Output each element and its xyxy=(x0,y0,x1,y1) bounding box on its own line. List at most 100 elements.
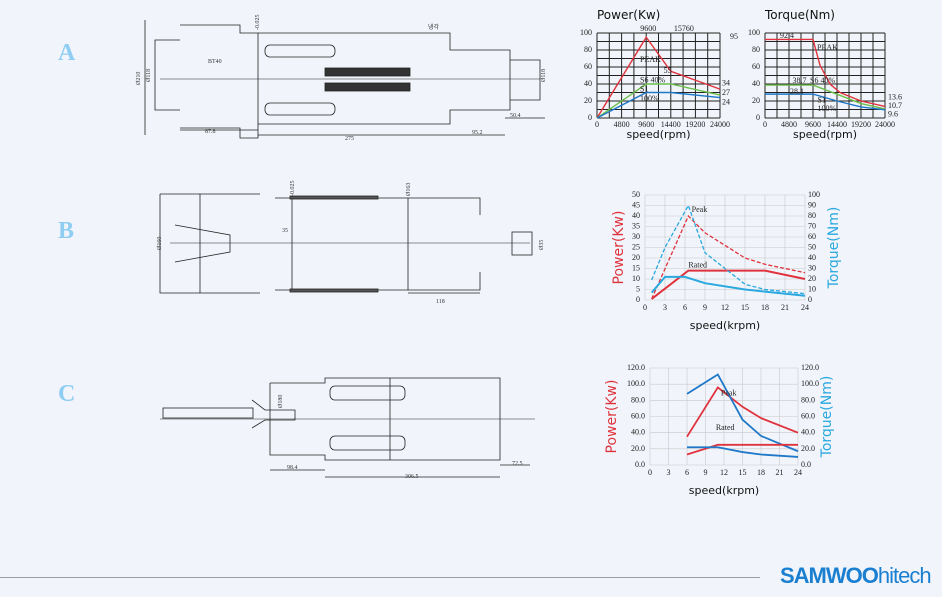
samwoo-logo: SAMWOOhitech xyxy=(780,563,932,589)
series-torque-peak xyxy=(686,373,799,453)
y-tick-label: 20 xyxy=(584,96,592,105)
series-s1-100- xyxy=(765,93,886,111)
y-tick-label: 0 xyxy=(588,113,592,122)
x-tick-label: 24 xyxy=(794,468,802,477)
annotation: Rated xyxy=(688,260,707,269)
y-tick-label: 30 xyxy=(632,232,640,241)
series-torque-rated xyxy=(687,446,799,458)
y-tick-label: 40 xyxy=(584,79,592,88)
series-torque-rated xyxy=(650,275,806,297)
y2-tick-label: 10 xyxy=(808,285,816,294)
series-power-peak xyxy=(686,386,799,438)
x-tick-label: 9 xyxy=(703,303,707,312)
dim-label: BT40 xyxy=(208,59,222,65)
y-tick-label: 10 xyxy=(632,274,640,283)
y-tick-label: 15 xyxy=(632,264,640,273)
y-axis-label: Power(Kw) xyxy=(611,211,627,285)
annotation: 15760 xyxy=(674,24,694,33)
annotation: 95 xyxy=(730,32,738,41)
y-tick-label: 20 xyxy=(632,253,640,262)
y2-tick-label: 90 xyxy=(808,201,816,210)
series-s1-100- xyxy=(596,91,721,119)
series-peak xyxy=(596,35,721,119)
x-tick-label: 14400 xyxy=(661,120,681,129)
y-tick-label: 40.0 xyxy=(631,428,645,437)
x-tick-label: 19200 xyxy=(851,120,871,129)
x-tick-label: 4800 xyxy=(614,120,630,129)
y-tick-label: 80.0 xyxy=(631,395,645,404)
x-axis-label: speed(rpm) xyxy=(793,128,857,141)
y-tick-label: 0 xyxy=(756,113,760,122)
drawing-c xyxy=(160,377,535,478)
x-tick-label: 3 xyxy=(667,468,671,477)
y2-tick-label: 30 xyxy=(808,264,816,273)
y-tick-label: 0 xyxy=(636,295,640,304)
annotation: 100% xyxy=(818,104,837,113)
footer-divider xyxy=(0,577,760,578)
y2-tick-label: 120.0 xyxy=(801,363,819,372)
x-tick-label: 0 xyxy=(648,468,652,477)
y2-tick-label: 40 xyxy=(808,253,816,262)
section-label-c: C xyxy=(58,381,76,407)
annotation: 28.1 xyxy=(790,87,804,96)
annotation: S6 40% xyxy=(640,75,665,84)
y-tick-label: 120.0 xyxy=(627,363,645,372)
annotation: PEAK xyxy=(640,55,661,64)
series-power-peak xyxy=(651,214,806,300)
y-tick-label: 60 xyxy=(752,62,760,71)
drawing-b xyxy=(159,193,533,294)
annotation: PEAK xyxy=(817,43,838,52)
x-tick-label: 12 xyxy=(720,468,728,477)
annotation: 92.4 xyxy=(780,31,794,40)
x-tick-label: 0 xyxy=(643,303,647,312)
annotation: 10.7 xyxy=(888,101,902,110)
x-tick-label: 15 xyxy=(739,468,747,477)
dim-label: 306.5 xyxy=(405,474,419,480)
x-tick-label: 0 xyxy=(595,120,599,129)
x-axis-label: speed(rpm) xyxy=(626,128,690,141)
dim-label: 98.4 xyxy=(287,465,298,471)
y-tick-label: 45 xyxy=(632,201,640,210)
dim-label: Ø118 xyxy=(541,69,547,82)
y2-tick-label: 80.0 xyxy=(801,395,815,404)
dim-label: 냉각 xyxy=(428,23,440,31)
y-tick-label: 100 xyxy=(748,28,760,37)
x-axis-label: speed(krpm) xyxy=(690,319,760,332)
x-tick-label: 15 xyxy=(741,303,749,312)
x-tick-label: 12 xyxy=(721,303,729,312)
drawing-a xyxy=(144,20,545,139)
series-s6-40- xyxy=(765,84,886,110)
dim-label: Ø210 xyxy=(136,72,142,85)
annotation: Rated xyxy=(716,423,735,432)
dim-label: Ø180 xyxy=(278,395,284,408)
dim-label: 50.4 xyxy=(510,113,521,119)
y2-tick-label: 100 xyxy=(808,190,820,199)
y-tick-label: 100 xyxy=(580,28,592,37)
y-tick-label: 80 xyxy=(584,45,592,54)
annotation: 55 xyxy=(664,66,672,75)
series-torque-peak xyxy=(651,203,806,295)
y2-axis-label: Torque(Nm) xyxy=(826,207,842,290)
y2-tick-label: 70 xyxy=(808,222,816,231)
annotation: 13.6 xyxy=(888,92,902,101)
y2-tick-label: 100.0 xyxy=(801,379,819,388)
y2-axis-label: Torque(Nm) xyxy=(819,376,835,459)
annotation: 100% xyxy=(640,94,659,103)
x-tick-label: 9600 xyxy=(638,120,654,129)
x-tick-label: 18 xyxy=(757,468,765,477)
chart-title: Power(Kw) xyxy=(597,8,660,22)
series-power-rated xyxy=(686,443,798,456)
annotation: 9.6 xyxy=(888,109,898,118)
annotation: S1 xyxy=(640,85,648,94)
y2-tick-label: 0 xyxy=(808,295,812,304)
y2-tick-label: 20 xyxy=(808,274,816,283)
dim-label: Ø163 xyxy=(406,183,412,196)
y2-tick-label: 50 xyxy=(808,243,816,252)
series-s6-40- xyxy=(596,83,721,119)
drawing-b-dims: Ø160 Ø35 118 -0.025 Ø163 35 xyxy=(157,181,545,306)
dim-label: -0.025 xyxy=(290,181,296,197)
